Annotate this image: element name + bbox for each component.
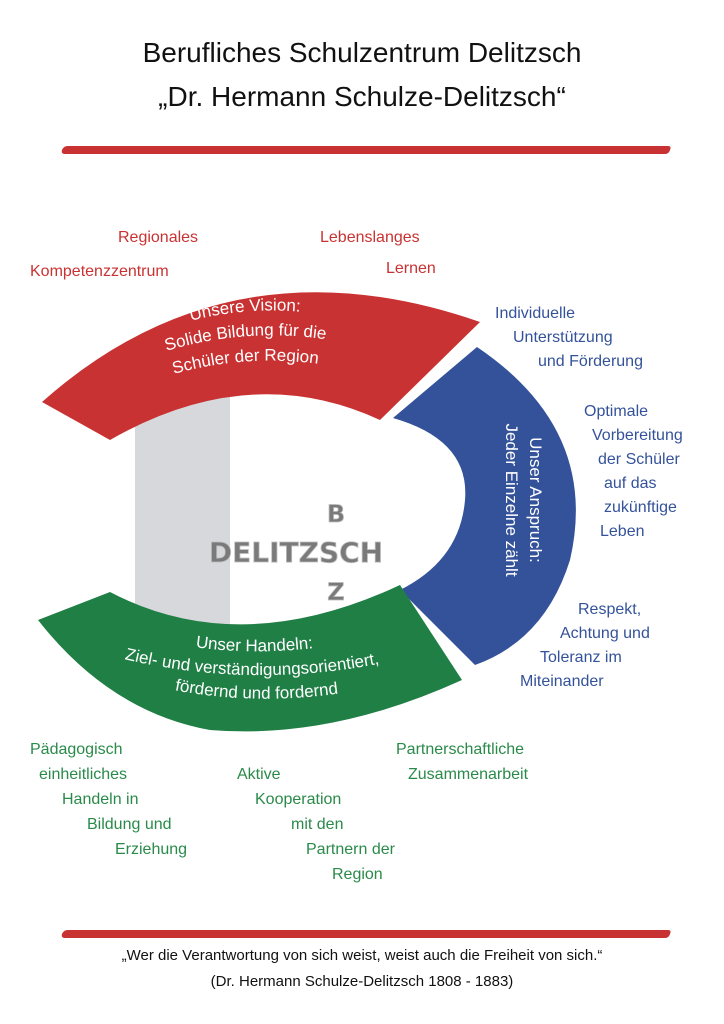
- action-note: Pädagogisch: [30, 741, 123, 758]
- footer-quote: „Wer die Verantwortung von sich weist, w…: [121, 947, 603, 964]
- bottom-divider: [60, 930, 672, 938]
- claim-note: Leben: [600, 523, 645, 540]
- claim-note: auf das: [604, 475, 657, 492]
- claim-heading: Unser Anspruch:: [526, 437, 545, 563]
- bsz-logo: B DELITZSCH Z: [209, 500, 384, 607]
- action-note: einheitliches: [39, 766, 128, 783]
- action-note: Zusammenarbeit: [408, 766, 529, 783]
- claim-note: Respekt,: [578, 601, 642, 618]
- action-segment: [38, 585, 462, 732]
- action-note: Kooperation: [255, 791, 342, 808]
- vision-segment: [42, 292, 480, 440]
- claim-note: Miteinander: [520, 673, 604, 690]
- logo-word: DELITZSCH: [209, 536, 383, 569]
- claim-note: zukünftige: [604, 499, 677, 516]
- claim-note: Unterstützung: [513, 329, 613, 346]
- action-note: Aktive: [237, 766, 281, 783]
- footer-attribution: (Dr. Hermann Schulze-Delitzsch 1808 - 18…: [210, 973, 514, 990]
- logo-letter-z: Z: [327, 578, 344, 606]
- action-heading: Unser Handeln:: [195, 632, 314, 655]
- vision-note: Kompetenzzentrum: [30, 263, 169, 280]
- claim-note: Optimale: [584, 403, 649, 420]
- logo-letter-b: B: [327, 500, 345, 528]
- action-note: Bildung und: [87, 816, 172, 833]
- action-note: Partnern der: [306, 841, 395, 858]
- action-note: mit den: [291, 816, 344, 833]
- action-note: Erziehung: [115, 841, 188, 858]
- claim-note: Toleranz im: [540, 649, 622, 666]
- vision-note: Lebenslanges: [320, 229, 420, 246]
- claim-note: Achtung und: [560, 625, 650, 642]
- vision-note: Lernen: [386, 260, 436, 277]
- claim-note: der Schüler: [598, 451, 680, 468]
- claim-line2: Jeder Einzelne zählt: [502, 423, 521, 576]
- action-note: Partnerschaftliche: [396, 741, 525, 758]
- claim-note: und Förderung: [538, 353, 643, 370]
- claim-note: Individuelle: [495, 305, 576, 322]
- page-title-line2: „Dr. Hermann Schulze-Delitzsch“: [158, 81, 566, 112]
- grey-pillar: [135, 380, 230, 635]
- page-title-line1: Berufliches Schulzentrum Delitzsch: [142, 37, 582, 68]
- action-note: Region: [332, 866, 383, 883]
- action-note: Handeln in: [62, 791, 139, 808]
- vision-note: Regionales: [118, 229, 199, 246]
- claim-note: Vorbereitung: [592, 427, 683, 444]
- claim-segment: [393, 347, 576, 665]
